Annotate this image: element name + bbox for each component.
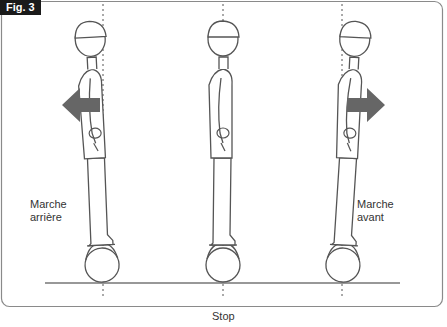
rider-forward bbox=[325, 20, 373, 282]
direction-label: Marche arrière bbox=[30, 198, 90, 224]
frame bbox=[2, 2, 443, 307]
axis-lines bbox=[103, 4, 342, 298]
arrow-right bbox=[347, 88, 385, 122]
rider-stop bbox=[206, 21, 240, 282]
arrow-left bbox=[62, 88, 100, 122]
figure-tag: Fig. 3 bbox=[0, 0, 41, 15]
direction-label: Marche avant bbox=[357, 198, 407, 224]
rider-backward bbox=[72, 20, 120, 282]
state-label: Stop bbox=[212, 310, 235, 323]
